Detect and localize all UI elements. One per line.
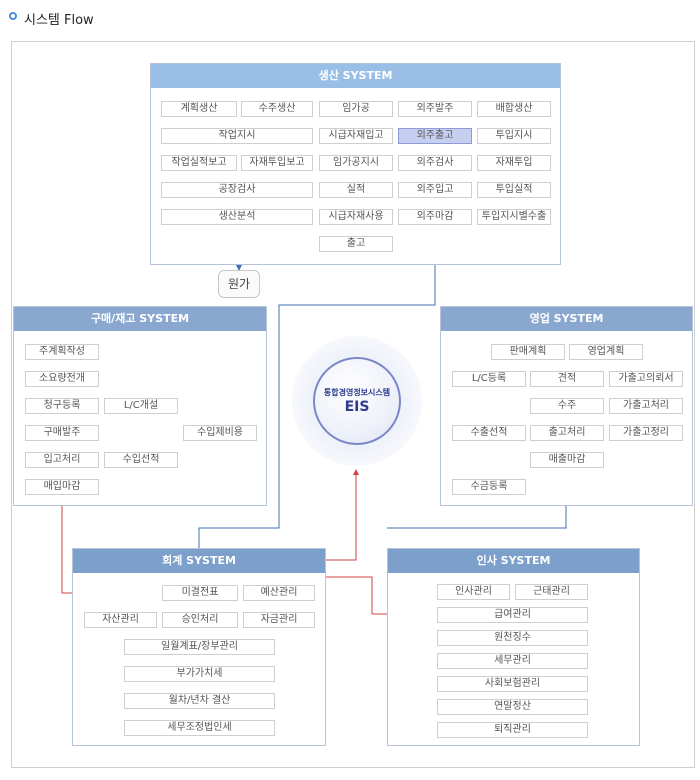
periodic-closing-box[interactable]: 월차/년차 결산 [124,693,275,709]
loan-shipment-process-box[interactable]: 가출고처리 [609,398,683,414]
outsourcing-closing-box[interactable]: 외주마감 [398,209,472,225]
export-by-input-order-box[interactable]: 투입지시별수출 [477,209,551,225]
attendance-management-box[interactable]: 근태관리 [515,584,588,600]
cost-node[interactable]: 원가 [218,270,260,298]
budget-management-box[interactable]: 예산관리 [243,585,315,601]
material-input-box[interactable]: 자재투입 [477,155,551,171]
approval-processing-box[interactable]: 승인처리 [162,612,238,628]
accounting-system-title: 회계 SYSTEM [73,549,325,573]
import-cost-box[interactable]: 수입제비용 [183,425,257,441]
request-registration-box[interactable]: 청구등록 [25,398,99,414]
asset-management-box[interactable]: 자산관리 [84,612,157,628]
work-order-box[interactable]: 작업지시 [161,128,313,144]
input-result-box[interactable]: 투입실적 [477,182,551,198]
purchase-order-box[interactable]: 구매발주 [25,425,99,441]
social-insurance-box[interactable]: 사회보험관리 [437,676,588,692]
requirement-expansion-box[interactable]: 소요량전개 [25,371,99,387]
outsourcing-receipt-box[interactable]: 외주입고 [398,182,472,198]
loan-shipment-request-box[interactable]: 가출고의뢰서 [609,371,683,387]
fund-management-box[interactable]: 자금관리 [243,612,315,628]
production-analysis-box[interactable]: 생산분석 [161,209,313,225]
ledger-management-box[interactable]: 일월계표/장부관리 [124,639,275,655]
export-shipment-box[interactable]: 수출선적 [452,425,526,441]
planned-production-box[interactable]: 계획생산 [161,101,237,117]
eis-abbreviation: EIS [344,399,370,415]
eis-circle[interactable]: 통합경영정보시스템 EIS [313,357,401,445]
retirement-management-box[interactable]: 퇴직관리 [437,722,588,738]
outsourcing-shipment-box[interactable]: 외주출고 [398,128,472,144]
corporate-tax-adjustment-box[interactable]: 세무조정법인세 [124,720,275,736]
estimate-box[interactable]: 견적 [530,371,604,387]
collection-registration-box[interactable]: 수금등록 [452,479,526,495]
import-shipment-box[interactable]: 수입선적 [104,452,178,468]
work-result-report-box[interactable]: 작업실적보고 [161,155,237,171]
lc-opening-box[interactable]: L/C개설 [104,398,178,414]
business-plan-box[interactable]: 영업계획 [569,344,643,360]
sales-order-box[interactable]: 수주 [530,398,604,414]
purchase-closing-box[interactable]: 매입마감 [25,479,99,495]
year-end-settlement-box[interactable]: 연말정산 [437,699,588,715]
hr-system: 인사 SYSTEM [387,548,640,746]
withholding-tax-box[interactable]: 원천징수 [437,630,588,646]
consignment-order-box[interactable]: 임가공지시 [319,155,393,171]
factory-inspection-box[interactable]: 공장검사 [161,182,313,198]
receipt-processing-box[interactable]: 입고처리 [25,452,99,468]
input-order-box[interactable]: 투입지시 [477,128,551,144]
supplied-material-receipt-box[interactable]: 시급자재입고 [319,128,393,144]
hr-system-title: 인사 SYSTEM [388,549,639,573]
outsourcing-inspection-box[interactable]: 외주검사 [398,155,472,171]
shipment-box[interactable]: 출고 [319,236,393,252]
consignment-processing-box[interactable]: 임가공 [319,101,393,117]
purchase-system-title: 구매/재고 SYSTEM [14,307,266,331]
sales-closing-box[interactable]: 매출마감 [530,452,604,468]
outsourcing-order-box[interactable]: 외주발주 [398,101,472,117]
eis-hub: 통합경영정보시스템 EIS [292,336,422,466]
lc-registration-box[interactable]: L/C등록 [452,371,526,387]
loan-shipment-settlement-box[interactable]: 가출고정리 [609,425,683,441]
result-box[interactable]: 실적 [319,182,393,198]
sales-plan-box[interactable]: 판매계획 [491,344,565,360]
eis-full-name: 통합경영정보시스템 [323,388,391,397]
tax-management-box[interactable]: 세무관리 [437,653,588,669]
pending-slip-box[interactable]: 미결전표 [162,585,238,601]
production-system-title: 생산 SYSTEM [151,64,560,88]
blend-production-box[interactable]: 배합생산 [477,101,551,117]
vat-box[interactable]: 부가가치세 [124,666,275,682]
personnel-management-box[interactable]: 인사관리 [437,584,510,600]
order-production-box[interactable]: 수주생산 [241,101,313,117]
supplied-material-use-box[interactable]: 시급자재사용 [319,209,393,225]
title-bullet-icon [9,12,17,20]
master-plan-box[interactable]: 주계획작성 [25,344,99,360]
material-input-report-box[interactable]: 자재투입보고 [241,155,313,171]
payroll-management-box[interactable]: 급여관리 [437,607,588,623]
shipment-processing-box[interactable]: 출고처리 [530,425,604,441]
page-title: 시스템 Flow [24,13,94,28]
diagram-frame [11,41,695,768]
sales-system-title: 영업 SYSTEM [441,307,692,331]
